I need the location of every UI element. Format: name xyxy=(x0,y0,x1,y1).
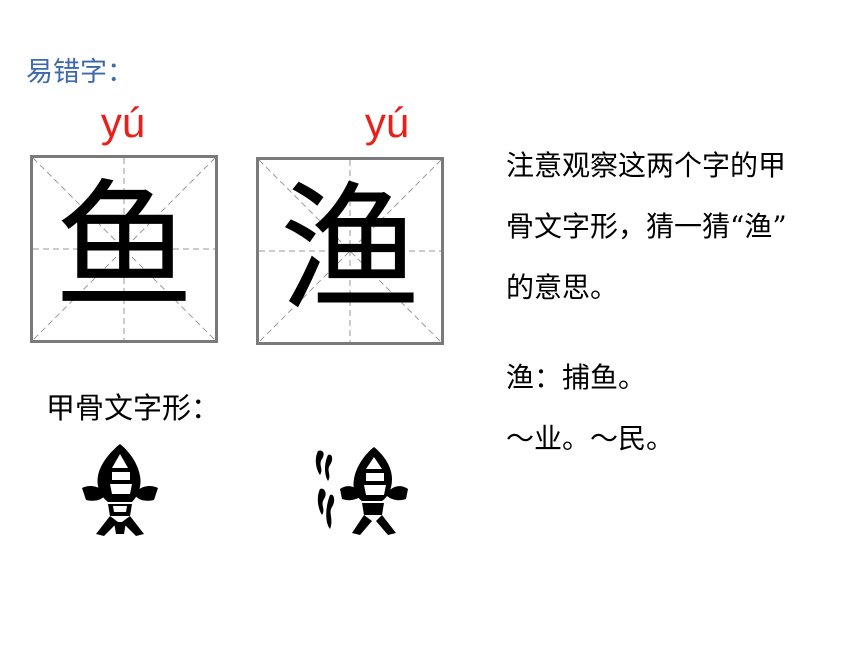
character-yu: 鱼 xyxy=(53,167,194,330)
character-grid-yu-fishing: 渔 xyxy=(256,157,444,345)
example-words: ～业。～民。 xyxy=(506,422,675,455)
definition-text: 渔：捕鱼。 xyxy=(506,361,647,394)
pinyin-yu-2: yú xyxy=(364,99,410,146)
pinyin-yu-1: yú xyxy=(100,99,146,146)
fish-oracle-glyph-icon xyxy=(82,444,158,536)
oracle-bone-label: 甲骨文字形： xyxy=(46,391,221,425)
page-heading: 易错字： xyxy=(26,57,134,88)
description-line-3: 的意思。 xyxy=(506,271,619,304)
grid-guide-lines xyxy=(33,158,215,340)
grid-guide-lines xyxy=(259,160,442,343)
character-grid-yu: 鱼 xyxy=(30,155,218,343)
fishing-oracle-glyph-icon xyxy=(315,447,408,535)
description-line-2: 骨文字形，猜一猜“渔” xyxy=(506,210,787,243)
definition-block: 渔：捕鱼。 ～业。～民。 xyxy=(506,347,858,469)
description-line-1: 注意观察这两个字的甲 xyxy=(506,149,787,182)
character-yu-fishing: 渔 xyxy=(279,169,420,332)
description-paragraph: 注意观察这两个字的甲 骨文字形，猜一猜“渔” 的意思。 xyxy=(506,135,858,318)
